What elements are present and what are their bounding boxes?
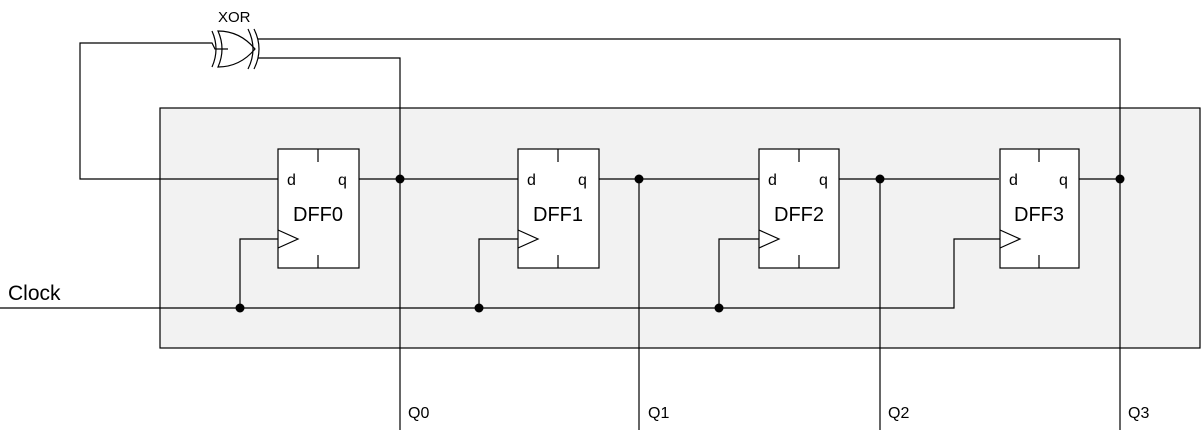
clock-label: Clock	[8, 282, 61, 305]
output-label-q0: Q0	[408, 405, 429, 422]
output-label-q3: Q3	[1128, 405, 1149, 422]
dff0-d-label: d	[287, 172, 296, 189]
dff0-block: d q DFF0	[277, 148, 360, 269]
xor-label: XOR	[218, 9, 251, 26]
dff0-q-label: q	[338, 172, 347, 189]
dff0-name: DFF0	[293, 204, 343, 226]
feedback-wire	[79, 42, 278, 180]
dff1-q-label: q	[578, 172, 587, 189]
dff2-q-label: q	[819, 172, 828, 189]
output-label-q2: Q2	[888, 405, 909, 422]
clock-branch-0	[239, 238, 278, 308]
dff3-q-label: q	[1059, 172, 1068, 189]
junction-dot	[474, 303, 484, 313]
dff1-d-label: d	[527, 172, 536, 189]
clock-triangle-icon	[277, 229, 300, 249]
dff2-name: DFF2	[774, 204, 824, 226]
clock-triangle-icon	[758, 229, 781, 249]
clock-triangle-icon	[999, 229, 1022, 249]
clock-branch-2	[718, 238, 759, 308]
output-label-q1: Q1	[648, 405, 669, 422]
q3-tap-wire	[258, 38, 1121, 179]
dff3-d-label: d	[1009, 172, 1018, 189]
q0-tap-wire	[258, 57, 401, 179]
junction-dot	[634, 174, 644, 184]
junction-dot	[875, 174, 885, 184]
dff2-d-label: d	[768, 172, 777, 189]
clock-branch-1	[478, 238, 518, 308]
dff3-name: DFF3	[1014, 204, 1064, 226]
clock-triangle-icon	[517, 229, 540, 249]
junction-dot	[714, 303, 724, 313]
junction-dot	[235, 303, 245, 313]
dff3-block: d q DFF3	[999, 148, 1080, 269]
dff2-block: d q DFF2	[758, 148, 840, 269]
junction-dot	[1115, 174, 1125, 184]
dff1-block: d q DFF1	[517, 148, 600, 269]
junction-dot	[395, 174, 405, 184]
dff1-name: DFF1	[533, 204, 583, 226]
